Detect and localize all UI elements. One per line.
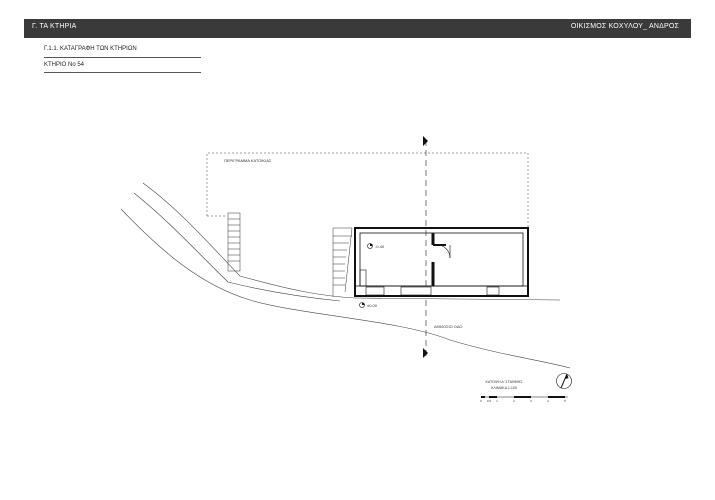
building-title: ΚΤΗΡΙΟ Νο 54 [44, 62, 85, 68]
scale-tick: 3 [530, 399, 532, 403]
scale-tick: 0 [480, 399, 482, 403]
right-staircase [332, 227, 353, 297]
scale-tick: 5 [564, 399, 566, 403]
header-bar: Γ. ΤΑ ΚΤΗΡΙΑ ΟΙΚΙΣΜΟΣ ΚΟΧΥΛΟΥ_ ΑΝΔΡΟΣ [24, 19, 691, 38]
perimeter-outline [206, 152, 529, 232]
scale-bar: 0 0.5 1 2 3 4 5 [480, 396, 568, 403]
building-walls [354, 227, 529, 297]
left-staircase [227, 212, 241, 272]
legend-title: ΚΑΤΟΨΗ Α' ΣΤΑΘΜΗΣ [485, 380, 523, 384]
wall-openings [365, 286, 500, 296]
settlement-title: ΟΙΚΙΣΜΟΣ ΚΟΧΥΛΟΥ_ ΑΝΔΡΟΣ [570, 23, 679, 30]
building-divider [44, 72, 201, 73]
north-arrow-icon [556, 373, 572, 389]
scale-tick: 1 [496, 399, 498, 403]
scale-tick: 0.5 [487, 399, 492, 403]
level-marker-upper: -0.40 [367, 243, 385, 249]
level-upper-text: -0.40 [375, 244, 385, 249]
road-label: ΔΗΜΟΣΙΟ ΟΔΟ [434, 324, 463, 329]
scale-tick: 2 [513, 399, 515, 403]
terrain-contours [120, 182, 571, 369]
legend-scale: ΚΛΙΜΑΚΑ 1:100 [491, 386, 517, 390]
scale-tick: 4 [547, 399, 549, 403]
level-marker-lower: ±0.00 [359, 302, 378, 308]
section-title: Γ.1.1. ΚΑΤΑΓΡΑΦΗ ΤΩΝ ΚΤΗΡΙΩΝ [44, 46, 137, 52]
section-divider [44, 57, 201, 58]
level-lower-text: ±0.00 [367, 303, 378, 308]
section-cut-line [423, 136, 428, 360]
chapter-title: Γ. ΤΑ ΚΤΗΡΙΑ [32, 23, 77, 30]
perimeter-label: ΠΕΡΙΓΡΑΜΜΑ ΚΑΤΟΙΚΙΑΣ [224, 158, 272, 163]
